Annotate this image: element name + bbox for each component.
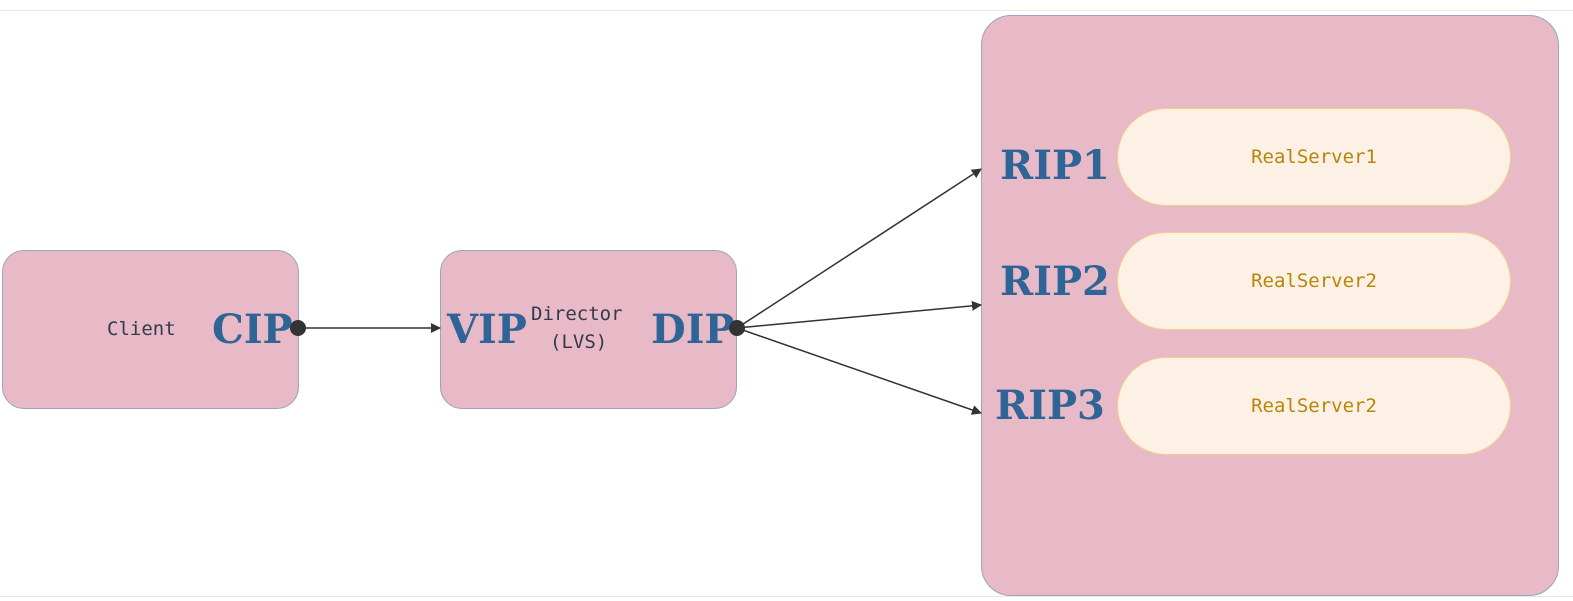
cip-label: CIP: [212, 306, 293, 353]
client-node[interactable]: [2, 250, 299, 409]
realserver-2-label: RealServer2: [1251, 270, 1377, 292]
realserver-3-label: RealServer2: [1251, 395, 1377, 417]
director-sublabel: (LVS): [550, 331, 608, 353]
client-label: Client: [107, 318, 176, 340]
realserver-1[interactable]: RealServer1: [1117, 108, 1511, 206]
dip-label: DIP: [651, 306, 735, 353]
director-to-rip1-arrow[interactable]: [736, 168, 982, 329]
realserver-2[interactable]: RealServer2: [1117, 232, 1511, 330]
rip1-label: RIP1: [1000, 142, 1110, 189]
director-to-rip2-arrow[interactable]: [736, 300, 982, 329]
rip3-label: RIP3: [995, 382, 1105, 429]
realserver-3[interactable]: RealServer2: [1117, 357, 1511, 455]
director-to-rip3-arrow[interactable]: [736, 327, 982, 415]
dip-connection-point: [729, 320, 745, 336]
realserver-1-label: RealServer1: [1251, 146, 1377, 168]
cip-connection-point: [290, 320, 306, 336]
director-label: Director: [531, 303, 623, 325]
rip2-label: RIP2: [1000, 258, 1110, 305]
top-divider: [0, 10, 1573, 11]
bottom-divider: [0, 596, 1573, 597]
vip-label: VIP: [447, 306, 527, 353]
